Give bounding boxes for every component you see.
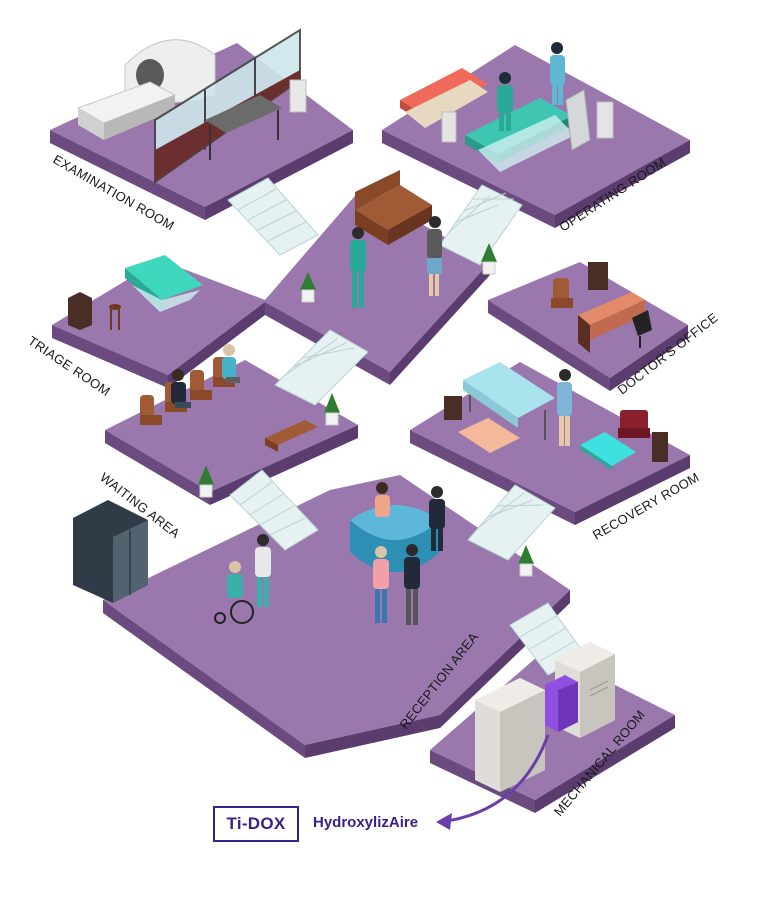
potted-plant: [324, 393, 340, 426]
stairs-recovery-reception: [467, 484, 556, 561]
nurse-figure: [255, 534, 271, 607]
visitor-figure: [404, 544, 420, 625]
potted-plant: [198, 465, 214, 498]
bench: [265, 420, 318, 452]
potted-plant: [481, 243, 497, 275]
stairs-waiting-reception: [229, 469, 319, 551]
hydroxyl-generator: [545, 675, 578, 732]
sofa: [355, 170, 432, 245]
cabinet: [588, 262, 608, 290]
patient-figure: [557, 369, 572, 446]
stretcher: [400, 68, 488, 128]
armchair: [618, 410, 650, 438]
coffee-table: [580, 432, 636, 470]
hvac-unit: [475, 678, 545, 792]
medical-cabinet: [565, 89, 591, 151]
stairs-hub-waiting: [274, 329, 369, 406]
office-desk: [578, 292, 645, 353]
stairs-exam-hub: [227, 177, 319, 256]
rug: [458, 418, 520, 453]
reception-desk: [350, 505, 440, 572]
seated-patient-figure: [222, 344, 240, 383]
woman-figure: [427, 216, 442, 296]
reception-area-floor: [103, 475, 570, 758]
connection-arrow: [436, 734, 550, 830]
operating-table: [465, 98, 575, 172]
brand-name: Ti-DOX: [226, 814, 286, 833]
doctor-figure: [350, 227, 366, 308]
office-chair: [632, 310, 652, 348]
wheelchair-patient-figure: [214, 561, 254, 624]
potted-plant: [518, 545, 534, 577]
nightstand: [444, 396, 462, 420]
potted-plant: [300, 272, 316, 303]
desk: [205, 95, 282, 160]
hvac-unit: [555, 642, 615, 738]
elevator: [73, 500, 148, 603]
visitor-figure: [373, 546, 389, 623]
seated-man-figure: [171, 369, 191, 408]
mri-scanner: [76, 39, 216, 140]
stool: [109, 304, 121, 330]
product-name: HydroxylizAire: [313, 814, 419, 831]
receptionist-figure: [375, 482, 390, 517]
iv-stand: [289, 79, 307, 113]
stairs-operating-hub: [439, 184, 523, 266]
hospital-bed: [463, 362, 555, 440]
businessman-figure: [429, 486, 445, 551]
shelf-stand: [441, 101, 614, 143]
surgeon-figure: [497, 72, 513, 131]
side-table: [652, 432, 668, 462]
nurse-figure: [550, 42, 565, 105]
cabinet: [68, 292, 92, 330]
chair: [551, 278, 573, 308]
triage-bed: [125, 255, 203, 312]
brand-logo: Ti-DOX: [213, 806, 299, 842]
